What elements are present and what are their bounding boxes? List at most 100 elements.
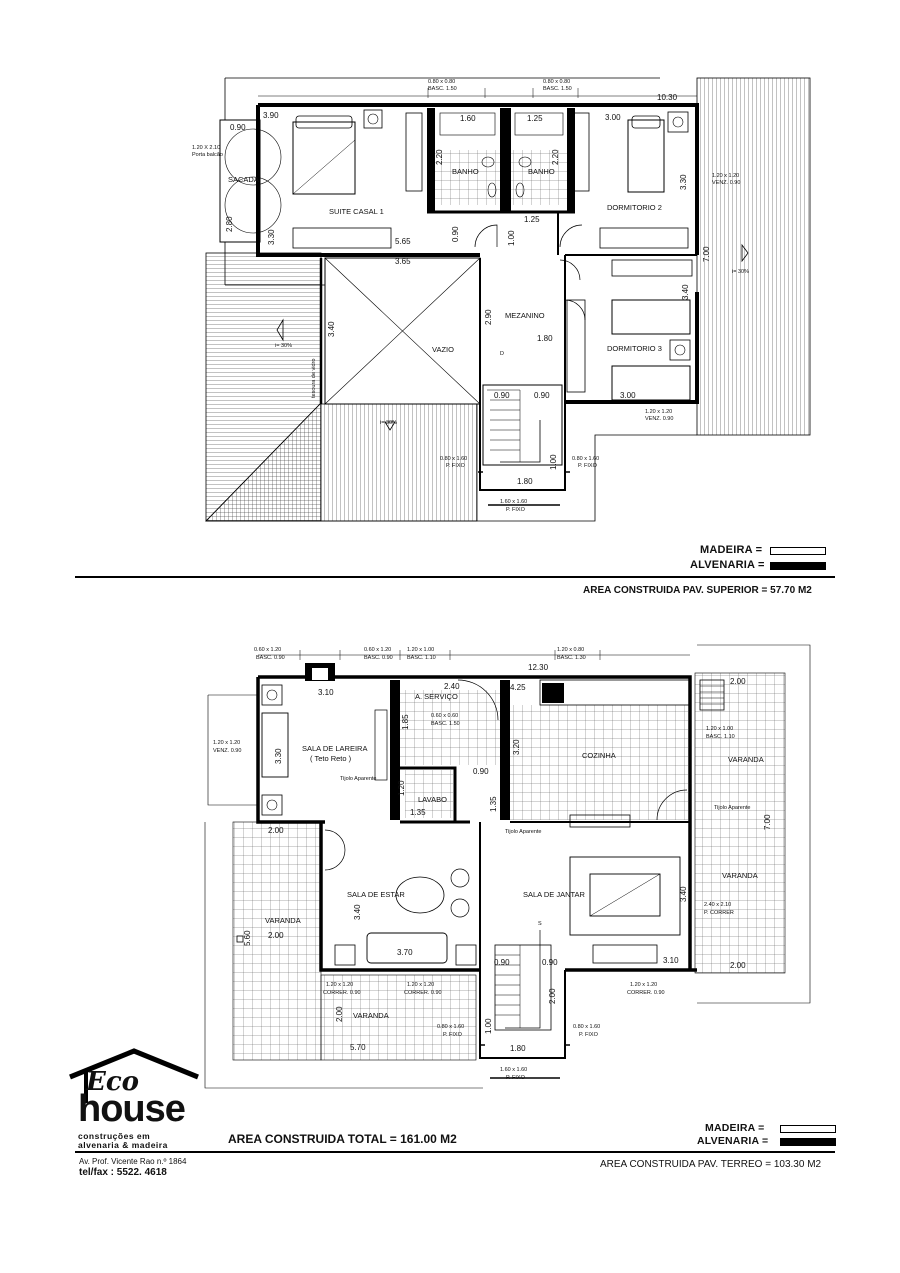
dim-suite-bottom: 5.65 bbox=[395, 237, 411, 246]
dim-left-var-w2: 2.00 bbox=[268, 931, 284, 940]
win-g-fixo-left-sub: P. FIXO bbox=[443, 1032, 462, 1038]
dim-lavabo-h: 1.20 bbox=[397, 780, 406, 796]
win-correr-estar2: 1.20 x 1.20 bbox=[407, 982, 435, 988]
dim-g-stair-b: 0.90 bbox=[542, 958, 558, 967]
room-lareira-sub: ( Teto Reto ) bbox=[310, 754, 352, 763]
win-venz-lar-sub: VENZ. 0.90 bbox=[213, 748, 242, 754]
win-correr-jantar2: 1.20 x 1.20 bbox=[630, 982, 658, 988]
win-basc-coz: 1.20 x 0.80 bbox=[557, 647, 585, 653]
win-fixo-left-sub: P. FIXO bbox=[446, 463, 465, 469]
dim-jantar-h: 3.40 bbox=[679, 886, 688, 902]
dim-bottom-var-h: 2.00 bbox=[335, 1006, 344, 1022]
room-lavabo-label: LAVABO bbox=[418, 795, 447, 804]
room-servico-label: A. SERVIÇO bbox=[415, 692, 458, 701]
logo-tagline-2: alvenaria & madeira bbox=[78, 1140, 168, 1150]
dim-banho2-w: 1.25 bbox=[527, 114, 543, 123]
logo-tagline-1: construções em bbox=[78, 1131, 151, 1141]
dim-servico-w: 2.40 bbox=[444, 682, 460, 691]
dim-stair-w: 1.80 bbox=[517, 477, 533, 486]
win-correr-jantar-sub: P. CORRER bbox=[704, 910, 734, 916]
win-basc-lav: 0.60 x 0.60 bbox=[431, 713, 459, 719]
dim-dorm3-h: 3.40 bbox=[681, 284, 690, 300]
win-venz-dorm3: 1.20 x 1.20 bbox=[645, 409, 673, 415]
win-g-fixo-bottom: 1.60 x 1.60 bbox=[500, 1067, 528, 1073]
legend-madeira-upper: MADEIRA = bbox=[700, 544, 763, 556]
roof-slope-bottom: i= 30% bbox=[380, 420, 397, 426]
win-correr-estar1-sub: CORRER. 0.90 bbox=[323, 990, 361, 996]
room-dorm2-label: DORMITORIO 2 bbox=[607, 203, 662, 212]
tesoura-label: tesoura de vidro bbox=[311, 358, 317, 398]
win-venz-right-sub: VENZ. 0.90 bbox=[712, 180, 741, 186]
dim-vazio-w: 3.65 bbox=[395, 257, 411, 266]
win-basc-lar2-sub: BASC. 0.90 bbox=[364, 655, 393, 661]
win-g-fixo-left: 0.80 x 1.60 bbox=[437, 1024, 465, 1030]
dim-left-var-w: 2.00 bbox=[268, 826, 284, 835]
win-venz-dorm3-sub: VENZ. 0.90 bbox=[645, 416, 674, 422]
dim-hall-h: 1.35 bbox=[489, 796, 498, 812]
stair-mark-up: S bbox=[538, 921, 542, 927]
win-venz-right: 1.20 x 1.20 bbox=[712, 173, 740, 179]
win-basc1: 0.80 x 0.80 bbox=[428, 79, 456, 85]
legend-alvenaria-ground: ALVENARIA = bbox=[697, 1135, 769, 1147]
legend-alvenaria-upper: ALVENARIA = bbox=[690, 559, 765, 571]
room-jantar-label: SALA DE JANTAR bbox=[523, 890, 585, 899]
dim-suite-w: 3.90 bbox=[263, 111, 279, 120]
dim-cozinha-h: 3.20 bbox=[512, 739, 521, 755]
room-varanda-left: VARANDA bbox=[265, 916, 301, 925]
divider-upper bbox=[75, 576, 835, 578]
win-correr-estar2-sub: CORRER. 0.90 bbox=[404, 990, 442, 996]
room-mezanino-label: MEZANINO bbox=[505, 311, 545, 320]
dim-bottom-var-w: 5.70 bbox=[350, 1043, 366, 1052]
win-basc-serv-sub: BASC. 1.10 bbox=[407, 655, 436, 661]
dim-banho1-w: 1.60 bbox=[460, 114, 476, 123]
win-basc-lar-sub: BASC. 0.90 bbox=[256, 655, 285, 661]
dim-stair-h: 1.00 bbox=[549, 454, 558, 470]
win-correr-jantar2-sub: CORRER. 0.90 bbox=[627, 990, 665, 996]
win-venz-lar: 1.20 x 1.20 bbox=[213, 740, 241, 746]
legend-madeira-ground: MADEIRA = bbox=[705, 1122, 765, 1134]
win-fixo-bottom-sub: P. FIXO bbox=[506, 507, 525, 513]
note-tijolo-2: Tijolo Aparente bbox=[505, 829, 542, 835]
note-tijolo-3: Tijolo Aparente bbox=[714, 805, 751, 811]
area-upper: AREA CONSTRUIDA PAV. SUPERIOR = 57.70 M2 bbox=[583, 585, 812, 596]
win-basc-lar: 0.60 x 1.20 bbox=[254, 647, 282, 653]
dim-right-var-bot: 2.00 bbox=[730, 961, 746, 970]
dim-lavabo-w: 1.35 bbox=[410, 808, 426, 817]
dim-servico-h: 1.85 bbox=[401, 714, 410, 730]
note-tijolo-1: Tijolo Aparente bbox=[340, 776, 377, 782]
area-ground: AREA CONSTRUIDA PAV. TERREO = 103.30 M2 bbox=[600, 1159, 822, 1170]
win-fixo-right-sub: P. FIXO bbox=[578, 463, 597, 469]
room-lareira-label: SALA DE LAREIRA bbox=[302, 744, 368, 753]
phone-text: tel/fax : 5522. 4618 bbox=[79, 1167, 167, 1178]
dim-lavabo-door: 0.90 bbox=[473, 767, 489, 776]
room-suite-label: SUITE CASAL 1 bbox=[329, 207, 384, 216]
win-basc-coz-sub: BASC. 1.30 bbox=[557, 655, 586, 661]
win-sacada-door: 1.20 X 2.10 bbox=[192, 145, 221, 151]
room-vazio-label: VAZIO bbox=[432, 345, 454, 354]
win-g-fixo-right: 0.80 x 1.60 bbox=[573, 1024, 601, 1030]
win-basc-var-sub: BASC. 1.10 bbox=[706, 734, 735, 740]
logo-eco: Eco bbox=[86, 1067, 139, 1097]
dim-estar-w: 3.70 bbox=[397, 948, 413, 957]
dim-sacada-w: 0.90 bbox=[230, 123, 246, 132]
dim-right-var-top: 2.00 bbox=[730, 677, 746, 686]
room-varanda-right2: VARANDA bbox=[722, 871, 758, 880]
dim-dorm2-h: 3.30 bbox=[679, 174, 688, 190]
dim-banho1-h: 2.20 bbox=[435, 149, 444, 165]
legend-madeira-swatch-upper bbox=[770, 547, 826, 555]
room-varanda-right1: VARANDA bbox=[728, 755, 764, 764]
win-fixo-bottom: 1.60 x 1.60 bbox=[500, 499, 528, 505]
dim-door-a: 0.90 bbox=[451, 226, 460, 242]
win-basc1-sub: BASC. 1.50 bbox=[428, 86, 457, 92]
win-correr-jantar: 2.40 x 2.10 bbox=[704, 902, 732, 908]
dim-sacada-h: 2.80 bbox=[225, 216, 234, 232]
ground-floor-plan bbox=[204, 644, 811, 1089]
win-g-fixo-bottom-sub: P. FIXO bbox=[506, 1075, 525, 1081]
legend-alvenaria-swatch-upper bbox=[770, 562, 826, 570]
roof-right bbox=[696, 77, 811, 436]
dim-left-var-h: 5.60 bbox=[243, 930, 252, 946]
dim-cozinha-w: 12.30 bbox=[528, 663, 549, 672]
dim-door-b: 1.00 bbox=[507, 230, 516, 246]
